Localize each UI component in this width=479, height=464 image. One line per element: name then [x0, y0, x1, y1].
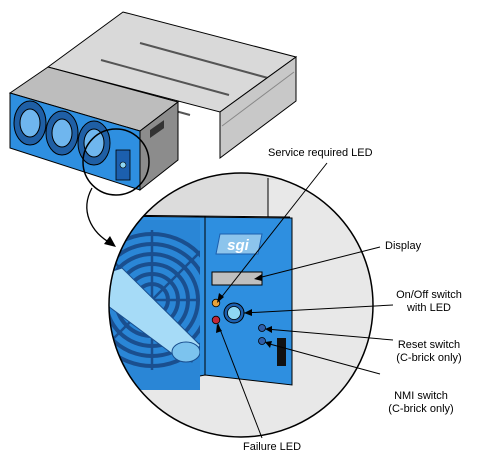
service-required-led-label: Service required LED [268, 147, 373, 159]
nmi-switch-label: NMI switch (C-brick only) [381, 390, 461, 416]
svg-text:sgi: sgi [227, 237, 250, 254]
sgi-logo: sgi [215, 233, 263, 255]
onoff-switch-label: On/Off switch with LED [393, 289, 465, 315]
nmi-switch-label-line1: NMI switch [394, 390, 448, 402]
onoff-switch-label-line1: On/Off switch [396, 289, 462, 301]
leader-arrowheads [216, 274, 272, 348]
zoom-arrow [86, 187, 113, 245]
reset-switch-label: Reset switch (C-brick only) [393, 339, 465, 365]
display-label: Display [385, 240, 422, 252]
chassis-side [219, 56, 297, 159]
chassis [8, 11, 298, 192]
magnified-view: sgi [109, 173, 373, 437]
reset-switch-label-line2: (C-brick only) [396, 352, 462, 364]
display-window [211, 271, 263, 286]
failure-led [211, 315, 221, 325]
reset-switch [258, 324, 266, 332]
magnified-fan [109, 220, 200, 390]
detail-source-circle [82, 128, 150, 196]
nmi-switch [258, 337, 266, 345]
front-fans [13, 100, 111, 166]
failure-led-label: Failure LED [243, 441, 302, 453]
onoff-switch-label-line2: with LED [406, 302, 452, 314]
connector-slot [277, 338, 286, 366]
nmi-switch-label-line2: (C-brick only) [388, 403, 454, 415]
reset-switch-label-line1: Reset switch [397, 339, 461, 351]
magnified-circle [108, 172, 374, 438]
leader-lines [217, 162, 394, 439]
